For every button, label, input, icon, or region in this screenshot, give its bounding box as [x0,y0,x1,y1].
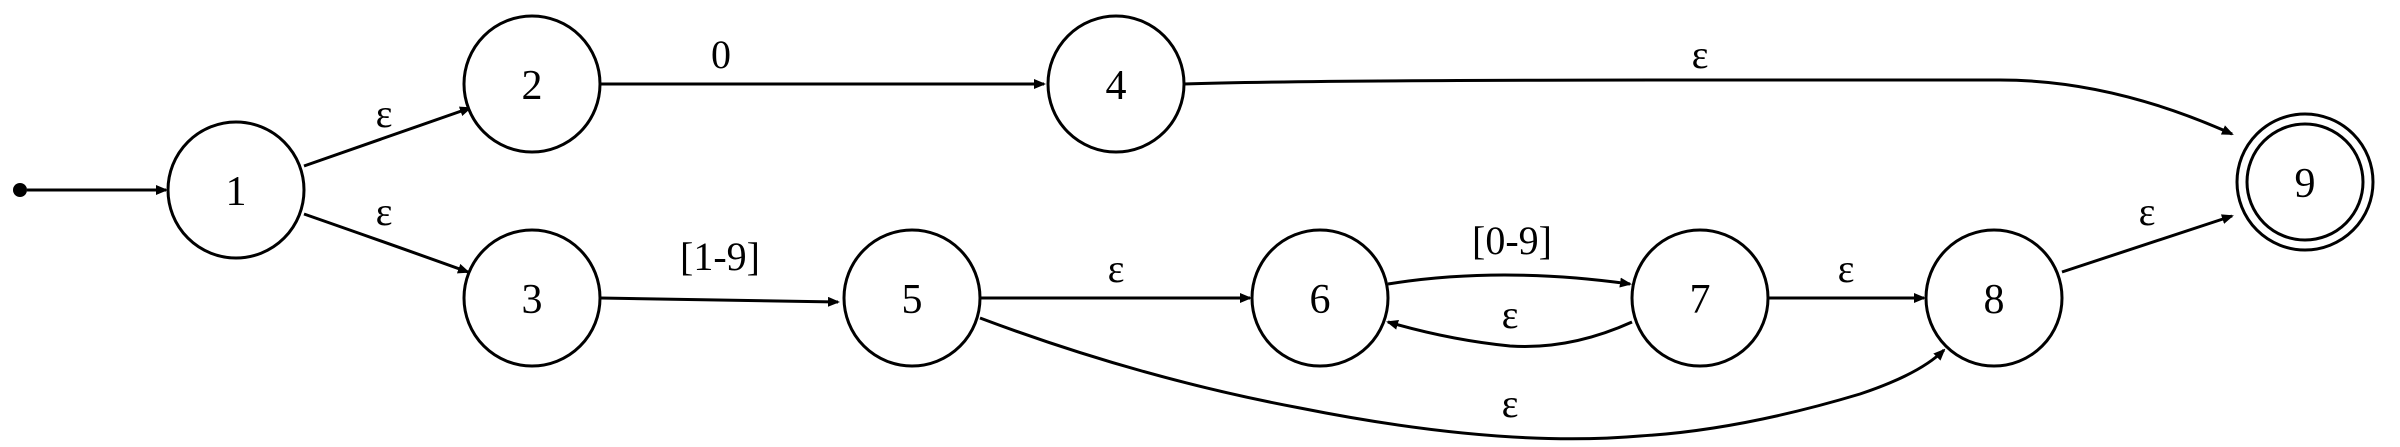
state-4: 4 [1046,14,1186,154]
state-label: 3 [522,277,543,323]
state-1: 1 [166,120,306,260]
edge-label-1-2: ε [376,91,393,136]
state-circle [842,228,982,368]
state-circle [1630,228,1770,368]
state-label: 5 [902,277,923,323]
state-7: 7 [1630,228,1770,368]
edge-1-3 [303,212,470,274]
state-label: 6 [1310,277,1331,323]
state-5: 5 [842,228,982,368]
state-label: 4 [1106,63,1127,109]
edge-label-6-7: [0-9] [1472,218,1552,263]
edge-4-9 [1183,78,2234,136]
edge-8-9 [2061,214,2234,274]
edge-7-6 [1386,319,1633,348]
state-label: 9 [2295,161,2316,207]
accepting-inner-circle [2245,122,2365,242]
edge-1-2 [303,106,472,168]
state-circle [1046,14,1186,154]
state-8: 8 [1924,228,2064,368]
edge-label-5-8: ε [1502,381,1519,426]
state-circle [462,228,602,368]
edge-label-4-9: ε [1692,32,1709,77]
state-label: 8 [1984,277,2005,323]
edge-label-7-8: ε [1838,246,1855,291]
state-circle [1250,228,1390,368]
edge-label-8-9: ε [2139,189,2156,234]
state-2: 2 [462,14,602,154]
edge-label-5-6: ε [1108,246,1125,291]
state-circle [462,14,602,154]
state-circle [166,120,306,260]
state-9: 9 [2235,112,2375,252]
edge-label-3-5: [1-9] [680,234,760,279]
state-circle [1924,228,2064,368]
edge-5-8 [979,316,1946,441]
edge-label-7-6: ε [1502,292,1519,337]
edge-label-1-3: ε [376,189,393,234]
state-3: 3 [462,228,602,368]
edge-3-5 [599,296,840,307]
start-dot [13,183,27,197]
state-label: 2 [522,63,543,109]
state-label: 7 [1690,277,1711,323]
states: 1 2 3 4 5 6 7 8 9 [166,14,2375,368]
edge-6-7 [1387,273,1632,288]
edges [13,78,2234,441]
edge-labels: εε0[1-9]εεε[0-9]εεε [376,32,2156,426]
edge-label-2-4: 0 [711,32,731,77]
state-6: 6 [1250,228,1390,368]
state-label: 1 [226,169,247,215]
